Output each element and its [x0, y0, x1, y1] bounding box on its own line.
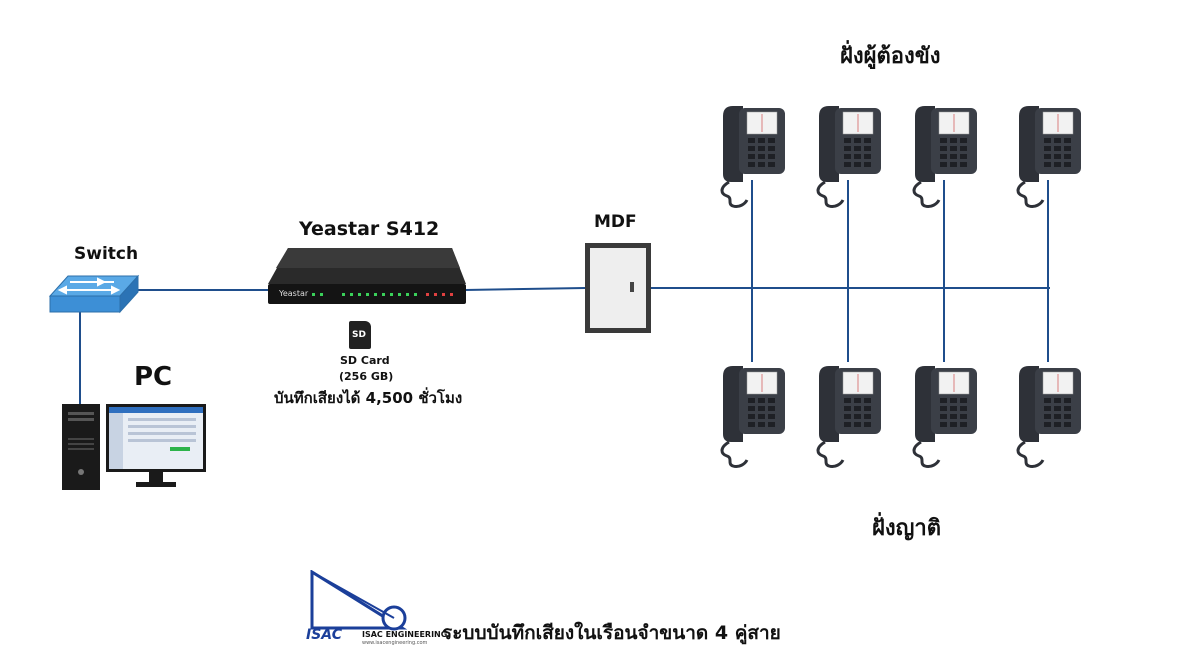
relative-side-label: ฝั่งญาติ [872, 516, 942, 541]
sd-capacity-label: (256 GB) [339, 370, 394, 383]
mdf-cabinet-icon [585, 243, 651, 333]
inmate-phone-2-icon [816, 104, 883, 209]
isac-logo-text: ISAC [306, 627, 342, 643]
relative-phone-1-icon [720, 364, 787, 469]
pc-label: PC [134, 362, 173, 392]
relative-phone-2-icon [816, 364, 883, 469]
pbx-brand-text: Yeastar [279, 289, 309, 298]
switch-label: Switch [74, 244, 139, 264]
mdf-label: MDF [594, 212, 637, 232]
network-switch-icon [48, 274, 140, 314]
sd-badge: SD [352, 330, 366, 340]
inmate-side-label: ฝั่งผู้ต้องขัง [840, 44, 941, 69]
pbx-to-mdf-cable [464, 287, 586, 291]
inmate-phone-3-icon [912, 104, 979, 209]
diagram-caption: ระบบบันทึกเสียงในเรือนจำขนาด 4 คู่สาย [442, 622, 781, 644]
sd-card-label: SD Card [340, 354, 390, 367]
inmate-phone-4-icon [1016, 104, 1083, 209]
relative-phone-3-icon [912, 364, 979, 469]
company-name: ISAC ENGINEERING [362, 630, 448, 639]
inmate-phone-1-icon [720, 104, 787, 209]
pbx-device-icon [268, 248, 466, 304]
recording-capacity-label: บันทึกเสียงได้ 4,500 ชั่วโมง [274, 389, 463, 407]
pbx-label: Yeastar S412 [299, 218, 440, 240]
company-url: www.isacengineering.com [362, 640, 428, 646]
relative-phone-4-icon [1016, 364, 1083, 469]
pc-icon [62, 404, 206, 490]
isac-logo-icon [310, 570, 408, 631]
sd-card-icon: SD [349, 321, 371, 349]
